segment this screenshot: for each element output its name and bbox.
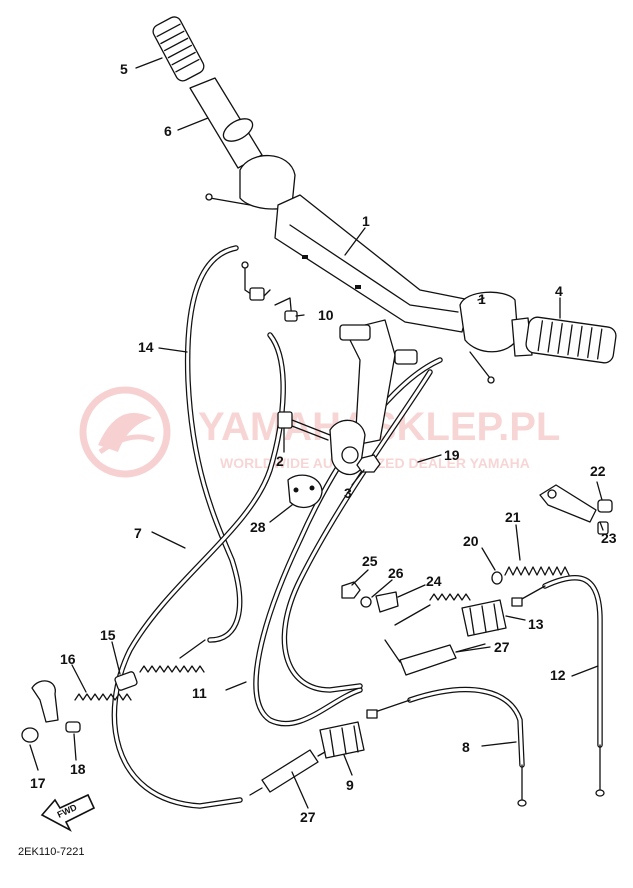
callout-21: 21 — [505, 509, 521, 525]
callout-1-left: 1 — [362, 213, 370, 229]
handlebar-assembly — [152, 16, 617, 509]
callout-23: 23 — [601, 530, 617, 546]
callout-28: 28 — [250, 519, 266, 535]
cable-joint-13 — [461, 599, 507, 637]
cable-joint-9 — [319, 721, 365, 759]
callout-18: 18 — [70, 761, 86, 777]
adjuster-27-upper — [399, 644, 457, 676]
lever-bracket-left — [31, 680, 59, 723]
washer-26 — [360, 596, 372, 608]
callout-10: 10 — [318, 307, 334, 323]
callout-27-upper: 27 — [494, 639, 510, 655]
callout-8: 8 — [462, 739, 470, 755]
callout-24: 24 — [426, 573, 442, 589]
callout-22: 22 — [590, 463, 606, 479]
damper-28 — [287, 474, 323, 509]
callout-2: 2 — [276, 453, 284, 469]
callout-17: 17 — [30, 775, 46, 791]
part-22 — [597, 499, 613, 513]
right-grip — [511, 316, 617, 364]
callout-13: 13 — [528, 616, 544, 632]
callout-11: 11 — [192, 685, 207, 701]
spring-16 — [74, 693, 132, 701]
lever-arm — [539, 484, 597, 523]
callout-1-right: 1 — [478, 291, 486, 307]
part-18 — [65, 721, 81, 733]
bolt-2 — [277, 411, 331, 441]
callout-19: 19 — [444, 447, 460, 463]
callouts: 5 6 1 1 4 10 14 2 3 19 28 7 20 21 22 23 … — [30, 61, 617, 825]
fwd-arrow-icon: FWD — [40, 793, 96, 832]
nut-25 — [341, 581, 361, 599]
left-grip — [152, 16, 205, 82]
drawing-code: 2EK110-7221 — [18, 846, 84, 858]
callout-20: 20 — [463, 533, 479, 549]
cable-group — [111, 245, 605, 809]
callout-16: 16 — [60, 651, 76, 667]
part-17 — [21, 727, 39, 743]
callout-7: 7 — [134, 525, 142, 541]
nut-3 — [356, 454, 381, 473]
callout-14: 14 — [138, 339, 154, 355]
callout-4: 4 — [555, 283, 563, 299]
callout-25: 25 — [362, 553, 378, 569]
callout-26: 26 — [388, 565, 404, 581]
left-switch-housing — [239, 154, 296, 210]
callout-9: 9 — [346, 777, 354, 793]
bolt-10 — [284, 310, 298, 322]
adjuster-27-lower — [261, 749, 319, 793]
throttle-tube — [189, 77, 263, 169]
adjuster-15 — [114, 671, 138, 691]
cable-12 — [542, 575, 603, 748]
callout-5: 5 — [120, 61, 128, 77]
callout-27-lower: 27 — [300, 809, 316, 825]
callout-15: 15 — [100, 627, 116, 643]
callout-3: 3 — [344, 485, 352, 501]
steering-riser — [344, 319, 396, 446]
callout-12: 12 — [550, 667, 566, 683]
left-parts: FWD — [21, 639, 206, 832]
callout-6: 6 — [164, 123, 172, 139]
right-switch-housing — [459, 291, 519, 353]
washer-20 — [491, 571, 503, 585]
bracket-24 — [375, 591, 399, 613]
handlebar — [274, 194, 471, 333]
watermark-logo-icon — [79, 386, 171, 478]
spring-21 — [504, 566, 570, 576]
leader-lines — [29, 57, 604, 809]
